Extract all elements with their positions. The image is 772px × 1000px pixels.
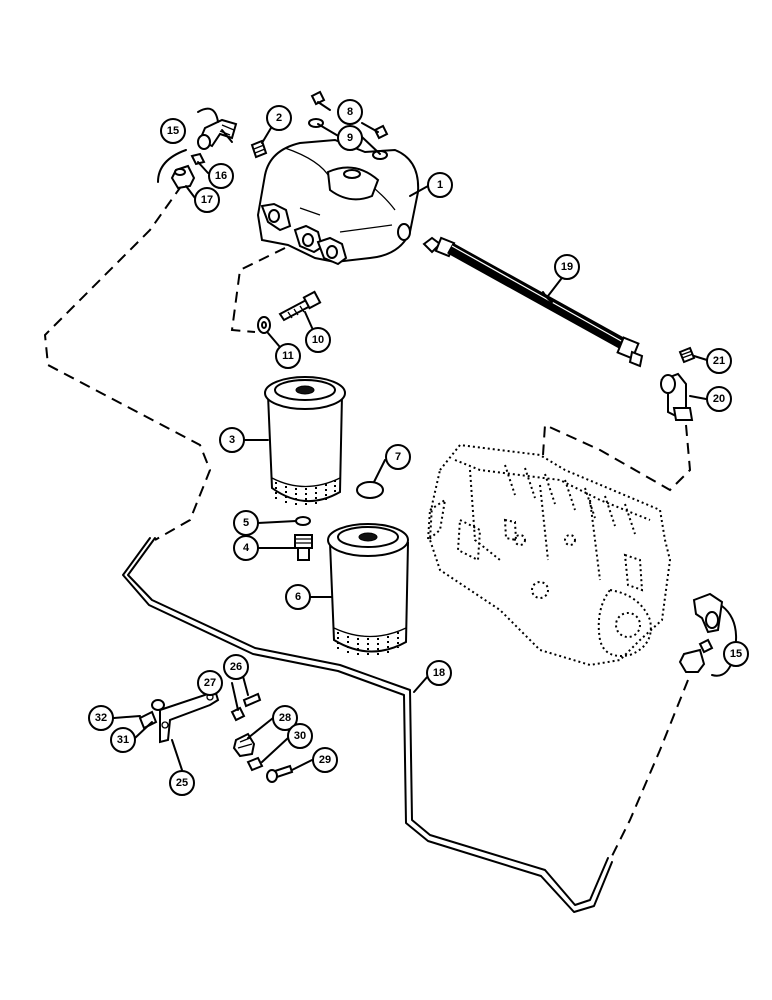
bracket-hardware — [138, 688, 294, 783]
callout-5: 5 — [233, 510, 259, 536]
callout-28-label: 28 — [279, 712, 291, 724]
dashed-routing-lines — [43, 184, 692, 861]
filter-element-6 — [327, 523, 410, 656]
callout-15-lower-label: 15 — [730, 648, 742, 660]
callout-17: 17 — [194, 187, 220, 213]
callout-29-label: 29 — [319, 754, 331, 766]
callout-6-label: 6 — [295, 591, 301, 603]
callout-19: 19 — [554, 254, 580, 280]
callout-10-label: 10 — [312, 334, 324, 346]
callout-26-label: 26 — [230, 661, 242, 673]
callout-5-label: 5 — [243, 517, 249, 529]
small-filter-parts — [294, 481, 384, 561]
callout-1: 1 — [427, 172, 453, 198]
callout-11-label: 11 — [282, 350, 294, 362]
callout-27: 27 — [197, 670, 223, 696]
callout-30-label: 30 — [294, 730, 306, 742]
callout-7-label: 7 — [395, 451, 401, 463]
callout-10: 10 — [305, 327, 331, 353]
callout-15-upper: 15 — [160, 118, 186, 144]
callout-2-label: 2 — [276, 112, 282, 124]
callout-26: 26 — [223, 654, 249, 680]
filter-head-1 — [256, 138, 429, 266]
callout-6: 6 — [285, 584, 311, 610]
callout-1-label: 1 — [437, 179, 443, 191]
callout-31-label: 31 — [117, 734, 129, 746]
callout-20-label: 20 — [713, 393, 725, 405]
callout-9-label: 9 — [347, 132, 353, 144]
fittings-15-16-17-upper — [157, 107, 238, 190]
callout-21: 21 — [706, 348, 732, 374]
callout-29: 29 — [312, 747, 338, 773]
callout-32-label: 32 — [95, 712, 107, 724]
callout-20: 20 — [706, 386, 732, 412]
callout-16: 16 — [208, 163, 234, 189]
callout-15-upper-label: 15 — [167, 125, 179, 137]
bleed-screw-21 — [678, 346, 696, 364]
callout-17-label: 17 — [201, 194, 213, 206]
callout-27-label: 27 — [204, 677, 216, 689]
callout-4-label: 4 — [243, 542, 250, 554]
callout-18-label: 18 — [433, 667, 445, 679]
callout-3-label: 3 — [229, 434, 235, 446]
callout-9: 9 — [337, 125, 363, 151]
callout-16-label: 16 — [215, 170, 227, 182]
filter-element-3 — [264, 376, 346, 506]
callout-18: 18 — [426, 660, 452, 686]
callout-3: 3 — [219, 427, 245, 453]
callout-25: 25 — [169, 770, 195, 796]
flexible-hose-19 — [422, 236, 644, 368]
callout-28: 28 — [272, 705, 298, 731]
callout-11: 11 — [275, 343, 301, 369]
callout-15-lower: 15 — [723, 641, 749, 667]
callout-2: 2 — [266, 105, 292, 131]
screws-8-9-2 — [250, 90, 389, 160]
callout-30: 30 — [287, 723, 313, 749]
callout-32: 32 — [88, 705, 114, 731]
fuel-line-18 — [122, 537, 613, 913]
callout-7: 7 — [385, 444, 411, 470]
callout-4: 4 — [233, 535, 259, 561]
fittings-15-lower — [678, 592, 738, 677]
bolt-washer-10-11 — [257, 290, 322, 334]
callout-8: 8 — [337, 99, 363, 125]
callout-21-label: 21 — [713, 355, 725, 367]
callout-8-label: 8 — [347, 106, 353, 118]
callout-25-label: 25 — [176, 777, 188, 789]
injection-pump-phantom — [426, 443, 672, 667]
elbow-fitting-20 — [660, 372, 694, 421]
callout-19-label: 19 — [561, 261, 573, 273]
callout-31: 31 — [110, 727, 136, 753]
